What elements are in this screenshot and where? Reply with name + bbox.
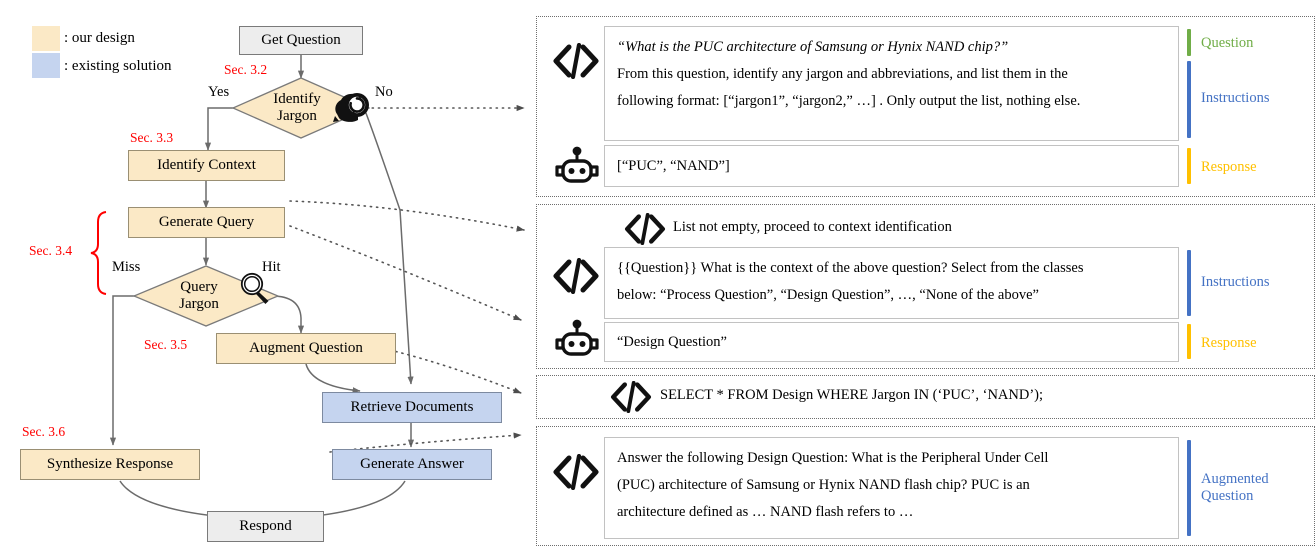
node-identify-context-label: Identify Context: [157, 157, 256, 174]
tag-label-instructions: Instructions: [1201, 90, 1270, 106]
code-icon: [553, 43, 599, 79]
code-icon: [611, 381, 651, 413]
code-icon: [625, 213, 665, 245]
edge-label-miss: Miss: [112, 259, 141, 275]
section-label-3-2: Sec. 3.2: [224, 62, 268, 77]
tag-bar-instructions: [1187, 61, 1191, 138]
robot-icon: [555, 146, 599, 183]
node-identify-jargon-label-1: Identify: [273, 91, 321, 108]
augmented-question-box[interactable]: Answer the following Design Question: Wh…: [604, 437, 1179, 539]
aug-line-3: architecture defined as … NAND flash ref…: [617, 503, 914, 520]
edge-label-hit: Hit: [262, 259, 281, 275]
prompt-line-question: “What is the PUC architecture of Samsung…: [617, 39, 1009, 55]
tag-label-question: Question: [1201, 35, 1254, 51]
node-query-jargon-label-1: Query: [180, 279, 218, 296]
node-respond-label: Respond: [239, 518, 292, 535]
tag-bar-question: [1187, 29, 1191, 56]
section-label-3-3: Sec. 3.3: [130, 130, 174, 145]
node-get-question-label: Get Question: [261, 32, 341, 49]
instruction-box-2[interactable]: {{Question}} What is the context of the …: [604, 247, 1179, 319]
tag-label-augmented-line-1: Augmented: [1201, 471, 1269, 487]
section-label-3-4: Sec. 3.4: [29, 243, 73, 258]
section-label-3-5: Sec. 3.5: [144, 337, 188, 352]
node-generate-query[interactable]: Generate Query: [128, 207, 285, 238]
section-label-3-6: Sec. 3.6: [22, 424, 66, 439]
node-identify-jargon-label-2: Jargon: [277, 108, 317, 124]
node-respond[interactable]: Respond: [207, 511, 324, 542]
aug-line-2: (PUC) architecture of Samsung or Hynix N…: [617, 476, 1030, 493]
response-box-1[interactable]: [“PUC”, “NAND”]: [604, 145, 1179, 187]
section-header-context: List not empty, proceed to context ident…: [673, 219, 952, 235]
brain-refresh-icon: [333, 93, 369, 122]
tag-label-augmented-question: Augmented Question: [1201, 471, 1269, 505]
instruction-box-1[interactable]: “What is the PUC architecture of Samsung…: [604, 26, 1179, 141]
legend-swatch-existing-solution: [32, 53, 60, 78]
node-retrieve-documents[interactable]: Retrieve Documents: [322, 392, 502, 423]
prompt-line-instr-1: From this question, identify any jargon …: [617, 65, 1068, 82]
aug-line-1: Answer the following Design Question: Wh…: [617, 450, 1049, 466]
tag-label-instructions-2: Instructions: [1201, 274, 1270, 290]
prompt-line-ctx-2: below: “Process Question”, “Design Quest…: [617, 286, 1039, 303]
node-generate-answer[interactable]: Generate Answer: [332, 449, 492, 480]
node-identify-jargon[interactable]: Identify Jargon: [232, 77, 370, 139]
node-augment-question-label: Augment Question: [249, 340, 363, 357]
brace-sec-34: [90, 211, 107, 295]
robot-icon: [555, 319, 599, 356]
response-line-2: “Design Question”: [617, 333, 727, 350]
node-generate-query-label: Generate Query: [158, 214, 255, 231]
flowchart-panel: : our design : existing solution Get Que…: [0, 0, 530, 553]
tag-label-response-2: Response: [1201, 335, 1257, 351]
legend-swatch-our-design: [32, 26, 60, 51]
tag-bar-response-2: [1187, 324, 1191, 359]
code-icon: [553, 454, 599, 490]
prompt-line-instr-2: following format: [“jargon1”, “jargon2,”…: [617, 92, 1081, 109]
node-retrieve-documents-label: Retrieve Documents: [350, 399, 474, 416]
magnifier-icon: [240, 272, 269, 304]
legend-label-our-design: : our design: [64, 30, 135, 46]
prompt-panel: “What is the PUC architecture of Samsung…: [536, 0, 1315, 553]
tag-bar-response-1: [1187, 148, 1191, 184]
section-context-identification: List not empty, proceed to context ident…: [536, 204, 1315, 369]
node-identify-context[interactable]: Identify Context: [128, 150, 285, 181]
code-icon: [553, 258, 599, 294]
node-augment-question[interactable]: Augment Question: [216, 333, 396, 364]
node-get-question[interactable]: Get Question: [239, 26, 363, 55]
tag-label-augmented-line-2: Question: [1201, 488, 1254, 505]
tag-bar-augmented-question: [1187, 440, 1191, 536]
node-generate-answer-label: Generate Answer: [360, 456, 464, 473]
response-box-2[interactable]: “Design Question”: [604, 322, 1179, 362]
section-jargon-identification: “What is the PUC architecture of Samsung…: [536, 16, 1315, 197]
edge-label-no: No: [375, 84, 393, 100]
edge-label-yes: Yes: [208, 84, 230, 100]
section-sql-query: SELECT * FROM Design WHERE Jargon IN (‘P…: [536, 375, 1315, 419]
node-query-jargon-label-2: Jargon: [179, 296, 219, 312]
tag-label-response-1: Response: [1201, 159, 1257, 175]
legend-label-existing-solution: : existing solution: [64, 58, 172, 74]
section-augmented-question: Answer the following Design Question: Wh…: [536, 426, 1315, 546]
node-synthesize-response[interactable]: Synthesize Response: [20, 449, 200, 480]
response-line-1: [“PUC”, “NAND”]: [617, 157, 730, 174]
prompt-line-ctx-1: {{Question}} What is the context of the …: [617, 260, 1084, 276]
node-synthesize-response-label: Synthesize Response: [46, 456, 174, 473]
sql-query-text: SELECT * FROM Design WHERE Jargon IN (‘P…: [660, 387, 1044, 403]
tag-bar-instructions-2: [1187, 250, 1191, 316]
